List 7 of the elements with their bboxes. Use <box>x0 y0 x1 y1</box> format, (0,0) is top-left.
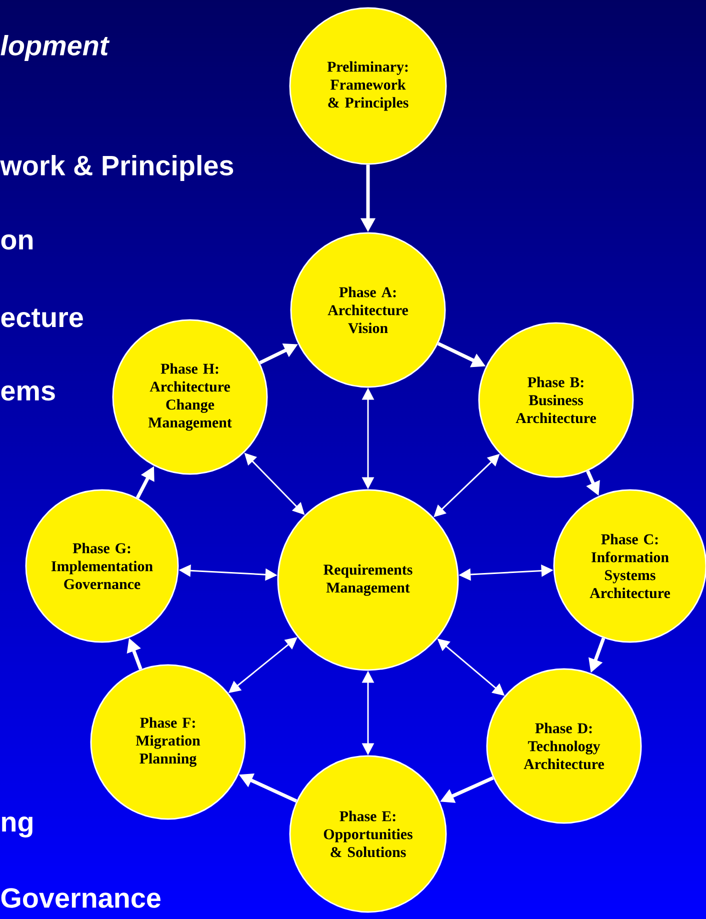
slide-text: Governance <box>1 888 160 908</box>
slide-text: ecture <box>1 308 83 328</box>
slide-text: ng <box>2 816 32 838</box>
slide-text: work & Principles <box>0 155 234 181</box>
slide-text: lopment <box>0 35 110 61</box>
slide-text: ems <box>1 385 55 401</box>
slide-text: on <box>1 234 33 250</box>
